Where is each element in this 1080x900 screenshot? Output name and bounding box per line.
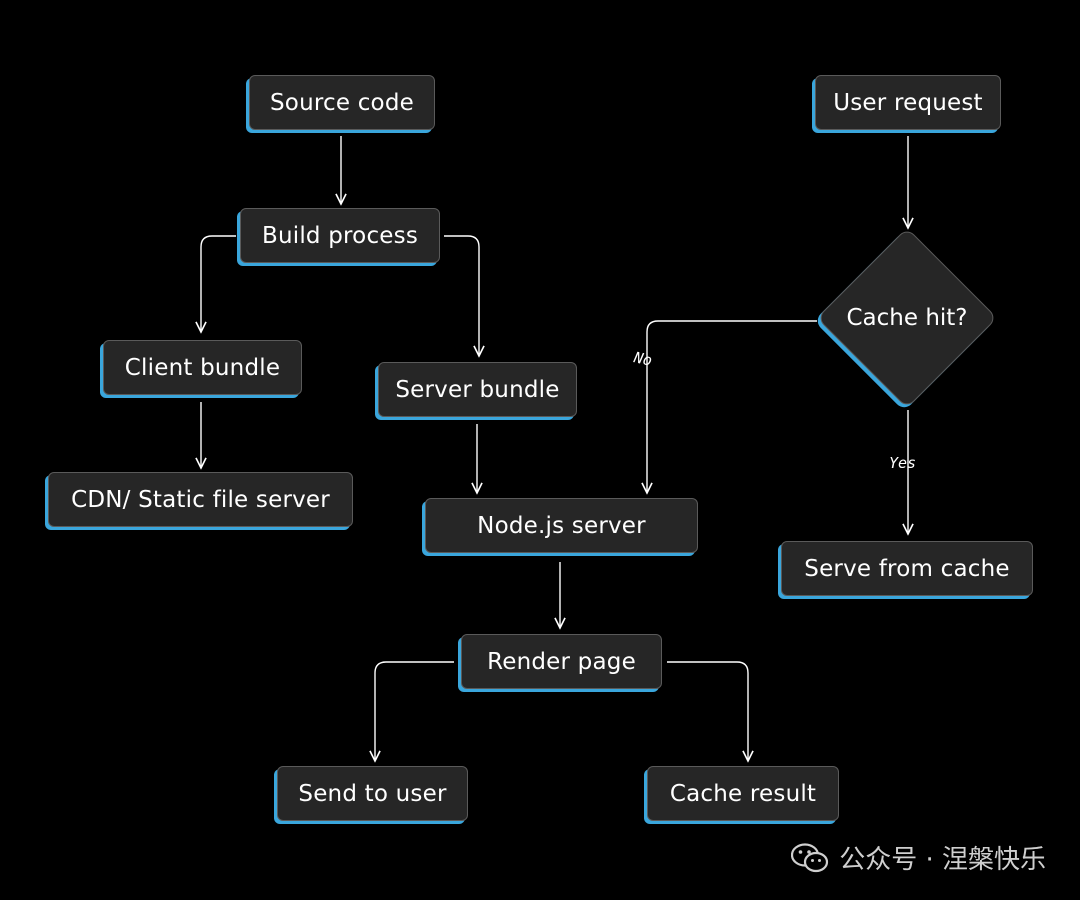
node-build-process: Build process: [240, 208, 440, 263]
node-server-bundle: Server bundle: [378, 362, 577, 417]
watermark-text: 公众号 · 涅槃快乐: [839, 845, 1046, 875]
node-cdn-static-file-server: CDN/ Static file server: [48, 472, 353, 527]
node-user-request: User request: [815, 75, 1001, 130]
edge-label-no: No: [632, 348, 654, 370]
edge-render-to-send: [375, 661, 454, 761]
decision-cache-hit: Cache hit?: [816, 227, 998, 409]
watermark: 公众号 · 涅槃快乐: [791, 839, 1046, 876]
edge-cachehit-to-node-no: [647, 320, 817, 493]
edge-render-to-cache: [667, 661, 748, 761]
node-cache-result: Cache result: [647, 766, 839, 821]
node-source-code: Source code: [249, 75, 435, 130]
node-client-bundle: Client bundle: [103, 340, 302, 395]
node-send-to-user: Send to user: [277, 766, 468, 821]
node-serve-from-cache: Serve from cache: [781, 541, 1033, 596]
decision-cache-hit-label: Cache hit?: [846, 305, 968, 331]
edge-label-yes: Yes: [889, 454, 917, 472]
edge-build-to-server: [444, 235, 479, 356]
edge-build-to-client: [201, 235, 236, 332]
node-nodejs-server: Node.js server: [425, 498, 698, 553]
wechat-icon: [791, 842, 829, 872]
node-render-page: Render page: [461, 634, 662, 689]
